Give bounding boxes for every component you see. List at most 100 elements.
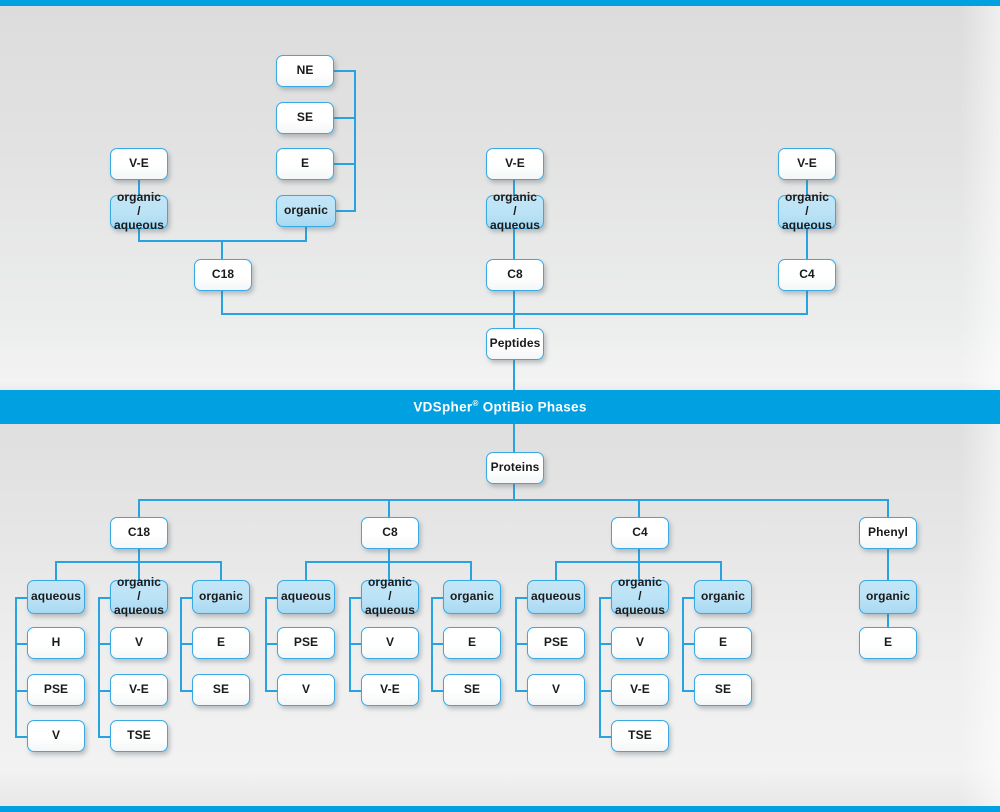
connector-c8-to-aqueous — [305, 561, 307, 581]
connector-banner-to-proteins — [513, 424, 515, 453]
node-peptides-c8-organic-aqueous[interactable]: organic / aqueous — [486, 190, 544, 232]
list-item[interactable]: SE — [694, 674, 752, 706]
list-item[interactable]: SE — [443, 674, 501, 706]
connector-bar-to-phenyl — [887, 499, 889, 518]
node-proteins-phase-c18[interactable]: C18 — [110, 517, 168, 549]
list-item[interactable]: V — [27, 720, 85, 752]
node-label: V — [551, 682, 561, 697]
node-c4-mode-organic-aqueous[interactable]: organic / aqueous — [611, 575, 669, 617]
list-item[interactable]: E — [859, 627, 917, 659]
node-label: organic / aqueous — [113, 575, 165, 617]
node-label: V-E — [505, 156, 525, 171]
node-label: C4 — [632, 525, 648, 540]
node-c8-mode-aqueous[interactable]: aqueous — [277, 580, 335, 614]
node-label: SE — [296, 110, 314, 125]
list-item[interactable]: H — [27, 627, 85, 659]
list-item[interactable]: V — [361, 627, 419, 659]
node-label: Peptides — [489, 336, 541, 351]
node-proteins-phase-phenyl[interactable]: Phenyl — [859, 517, 917, 549]
node-label: TSE — [628, 728, 652, 743]
bottom-accent-strip — [0, 806, 1000, 812]
node-label: V-E — [129, 156, 149, 171]
node-c4-mode-aqueous[interactable]: aqueous — [527, 580, 585, 614]
node-label: NE — [296, 63, 314, 78]
list-item[interactable]: SE — [192, 674, 250, 706]
node-proteins-phase-c8[interactable]: C8 — [361, 517, 419, 549]
connector-c8-drop — [513, 228, 515, 261]
node-label: E — [216, 635, 226, 650]
connector-c18-aqueous-rail — [15, 597, 17, 737]
node-peptides-c8-ve[interactable]: V-E — [486, 148, 544, 180]
connector-rail-vertical-c18-organic — [354, 70, 356, 212]
node-peptides-phase-c8[interactable]: C8 — [486, 259, 544, 291]
node-label: E — [718, 635, 728, 650]
node-phenyl-mode-organic[interactable]: organic — [859, 580, 917, 614]
node-label: organic — [865, 589, 911, 604]
node-c18-mode-aqueous[interactable]: aqueous — [27, 580, 85, 614]
node-peptides-root[interactable]: Peptides — [486, 328, 544, 360]
node-peptides-phase-c18[interactable]: C18 — [194, 259, 252, 291]
node-peptides-c4-ve[interactable]: V-E — [778, 148, 836, 180]
node-peptides-c18-organic[interactable]: organic — [276, 195, 336, 227]
connector-phenyl-to-organic — [887, 548, 889, 581]
list-item[interactable]: E — [192, 627, 250, 659]
node-label: H — [51, 635, 61, 650]
node-label: PSE — [293, 635, 319, 650]
list-item[interactable]: E — [694, 627, 752, 659]
node-label: V — [134, 635, 144, 650]
list-item[interactable]: E — [443, 627, 501, 659]
list-item[interactable]: V-E — [110, 674, 168, 706]
node-label: organic — [283, 203, 329, 218]
node-label: Phenyl — [868, 525, 908, 540]
list-item[interactable]: PSE — [27, 674, 85, 706]
node-peptides-c18-e[interactable]: E — [276, 148, 334, 180]
node-peptides-c18-ve[interactable]: V-E — [110, 148, 168, 180]
connector-c4-to-organic — [720, 561, 722, 581]
node-label: V — [51, 728, 61, 743]
node-peptides-c18-organic-aqueous[interactable]: organic / aqueous — [110, 190, 168, 232]
list-item[interactable]: TSE — [611, 720, 669, 752]
node-peptides-c18-ne[interactable]: NE — [276, 55, 334, 87]
node-peptides-phase-c4[interactable]: C4 — [778, 259, 836, 291]
top-accent-strip — [0, 0, 1000, 6]
node-proteins-root[interactable]: Proteins — [486, 452, 544, 484]
list-item[interactable]: V — [110, 627, 168, 659]
node-peptides-c4-organic-aqueous[interactable]: organic / aqueous — [778, 190, 836, 232]
connector-ne-to-rail — [334, 70, 356, 72]
list-item[interactable]: V-E — [361, 674, 419, 706]
list-item[interactable]: PSE — [527, 627, 585, 659]
connector-c18-to-collector — [221, 290, 223, 314]
connector-c18-to-organic — [220, 561, 222, 581]
list-item[interactable]: PSE — [277, 627, 335, 659]
node-label: V — [301, 682, 311, 697]
connector-c4-orgaq-rail — [599, 597, 601, 737]
node-label: E — [883, 635, 893, 650]
node-proteins-phase-c4[interactable]: C4 — [611, 517, 669, 549]
connector-c4-group-drop — [638, 548, 640, 562]
node-c4-mode-organic[interactable]: organic — [694, 580, 752, 614]
list-item[interactable]: TSE — [110, 720, 168, 752]
node-label: aqueous — [530, 589, 582, 604]
node-label: organic / aqueous — [489, 190, 541, 232]
node-c18-mode-organic[interactable]: organic — [192, 580, 250, 614]
connector-proteins-drop — [513, 483, 515, 500]
banner-vdspher-optibio-phases: VDSpher® OptiBio Phases — [0, 390, 1000, 424]
list-item[interactable]: V — [611, 627, 669, 659]
node-label: organic / aqueous — [113, 190, 165, 232]
node-c18-mode-organic-aqueous[interactable]: organic / aqueous — [110, 575, 168, 617]
node-label: C18 — [127, 525, 151, 540]
list-item[interactable]: V-E — [611, 674, 669, 706]
connector-proteins-distribution-bar — [138, 499, 889, 501]
connector-bar-to-c18 — [138, 499, 140, 518]
list-item[interactable]: V — [277, 674, 335, 706]
node-c8-mode-organic[interactable]: organic — [443, 580, 501, 614]
connector-c4-to-aqueous — [555, 561, 557, 581]
node-peptides-c18-se[interactable]: SE — [276, 102, 334, 134]
connector-c8-to-peptides — [513, 290, 515, 328]
connector-se-to-rail — [334, 117, 356, 119]
list-item[interactable]: V — [527, 674, 585, 706]
node-label: Proteins — [490, 460, 540, 475]
node-label: SE — [714, 682, 732, 697]
node-c8-mode-organic-aqueous[interactable]: organic / aqueous — [361, 575, 419, 617]
